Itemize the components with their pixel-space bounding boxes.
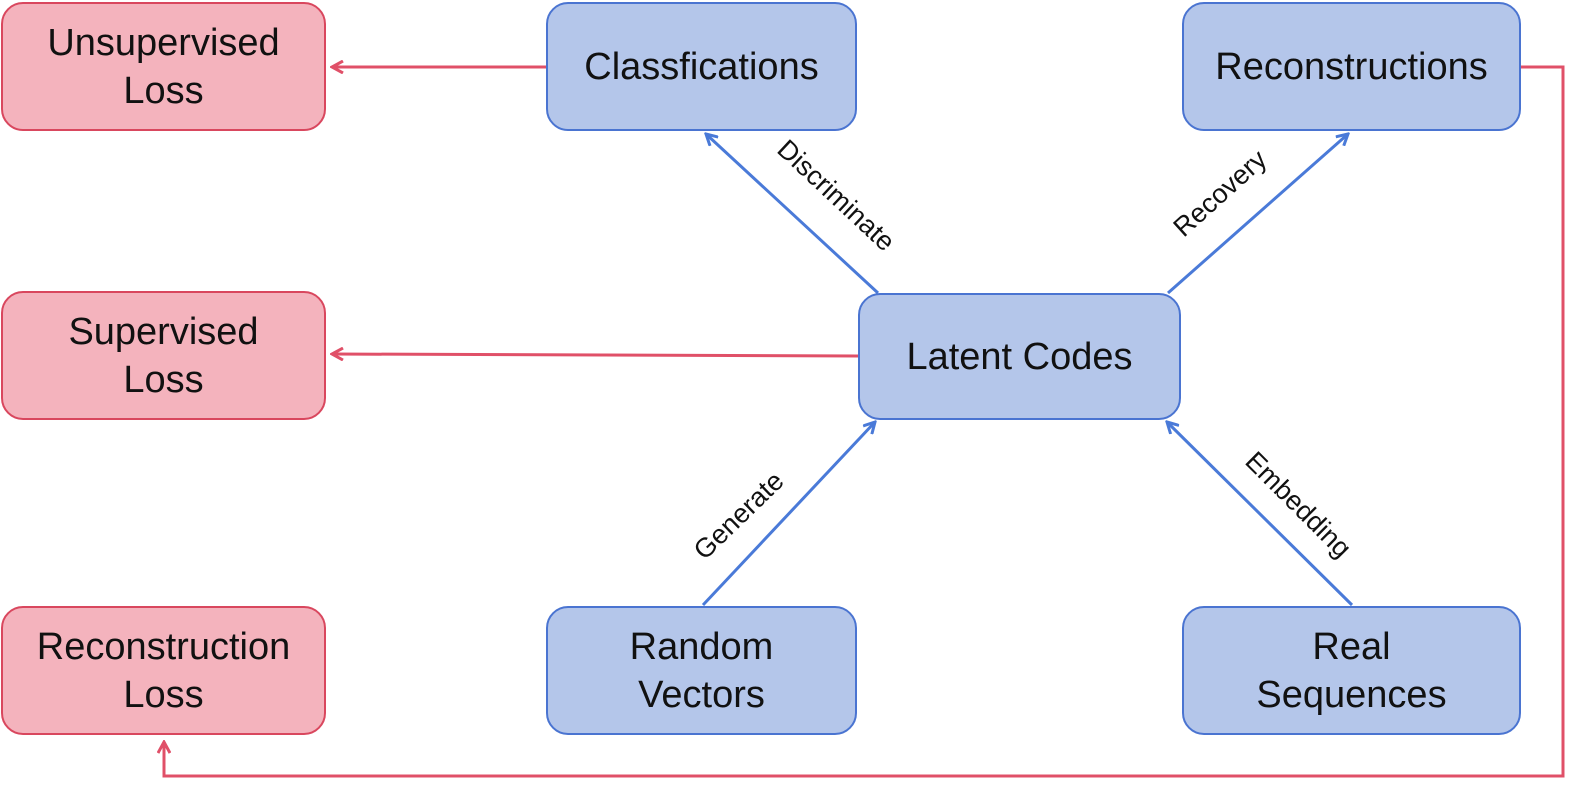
unsupervised-loss-label: Unsupervised Loss [47,21,280,112]
recovery-label: Recovery [1168,144,1273,243]
discriminate-arrow [706,134,880,295]
discriminate-label: Discriminate [772,134,901,257]
reconstruction-loss-label: Reconstruction Loss [36,625,291,716]
latent-codes-node: Latent Codes [858,293,1181,420]
generate-label: Generate [688,466,790,566]
reconstructions-to-reconstruction-loss-arrow [164,65,1565,778]
supervised-loss-node: Supervised Loss [1,291,326,420]
reconstruction-loss-node: Reconstruction Loss [1,606,326,735]
unsupervised-loss-node: Unsupervised Loss [1,2,326,131]
random-vectors-node: Random Vectors [546,606,857,735]
supervised-loss-label: Supervised Loss [68,310,259,401]
reconstructions-label: Reconstructions [1215,45,1488,88]
generate-arrow [701,422,875,607]
classifications-label: Classfications [584,45,819,88]
recovery-arrow [1167,134,1348,295]
reconstructions-node: Reconstructions [1182,2,1521,131]
real-sequences-node: Real Sequences [1182,606,1521,735]
random-vectors-label: Random Vectors [629,625,774,716]
embedding-arrow [1167,422,1354,607]
latent-codes-label: Latent Codes [906,335,1133,378]
classifications-node: Classfications [546,2,857,131]
latent-codes-to-supervised-loss-arrow [332,354,859,356]
real-sequences-label: Real Sequences [1256,625,1447,716]
embedding-label: Embedding [1239,446,1357,564]
